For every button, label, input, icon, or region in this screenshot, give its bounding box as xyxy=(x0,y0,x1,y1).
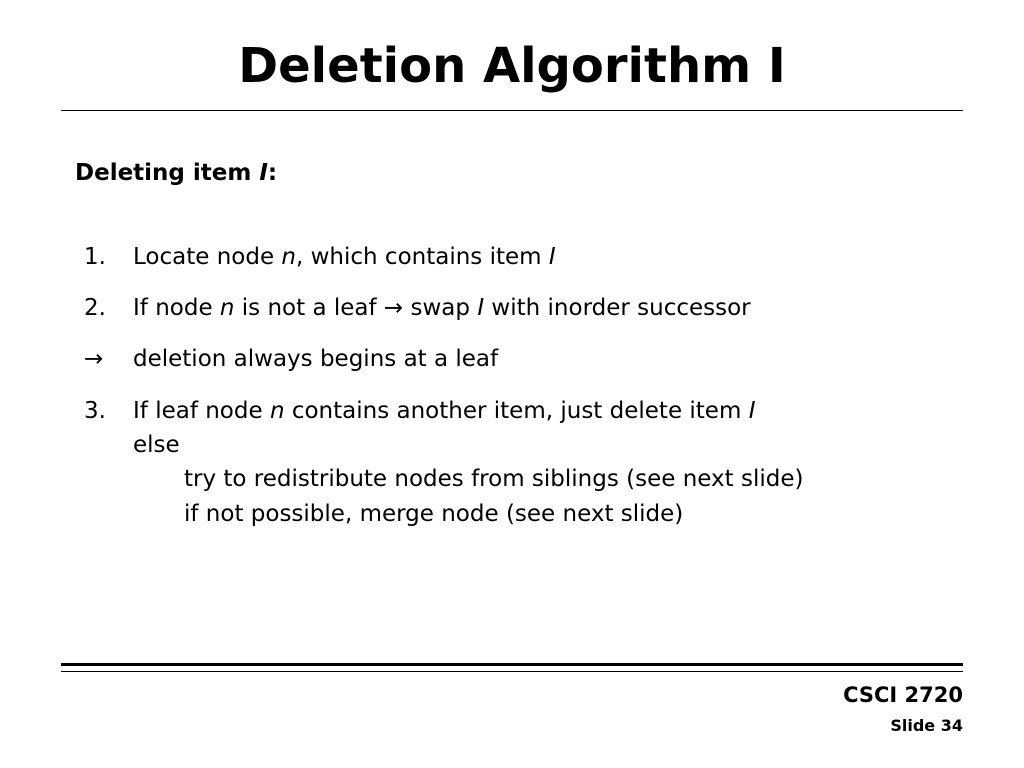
step-2-text-d: with inorder successor xyxy=(484,295,751,321)
step-1-var-n: n xyxy=(281,244,296,270)
arrow-bullet-icon: → xyxy=(84,346,104,372)
subheading-prefix: Deleting item xyxy=(75,160,260,186)
arrow-right-icon: → xyxy=(383,295,404,321)
step-3-var-i: I xyxy=(748,398,756,424)
subheading: Deleting item I: xyxy=(75,158,277,188)
step-2-text: If node n is not a leaf → swap I with in… xyxy=(133,291,751,325)
step-3-else-line-2: if not possible, merge node (see next sl… xyxy=(184,501,684,527)
footer-divider-thick xyxy=(61,663,963,666)
step-arrow-text: deletion always begins at a leaf xyxy=(133,346,499,372)
step-3-text-b: contains another item, just delete item xyxy=(284,398,749,424)
step-3-else-line-1: try to redistribute nodes from siblings … xyxy=(184,466,804,492)
step-3-else: else xyxy=(133,432,180,458)
slide-title: Deletion Algorithm I xyxy=(238,38,786,94)
step-3-text: If leaf node n contains another item, ju… xyxy=(133,394,755,428)
title-divider xyxy=(61,110,963,111)
subheading-var: I xyxy=(259,160,268,186)
footer-divider-thin xyxy=(61,671,963,672)
step-1-marker: 1. xyxy=(84,244,106,270)
step-1-var-i: I xyxy=(548,244,556,270)
step-2-var-i: I xyxy=(477,295,485,321)
step-1-text-a: Locate node xyxy=(133,244,282,270)
step-2-text-a: If node xyxy=(133,295,220,321)
step-3-marker: 3. xyxy=(84,398,106,424)
step-1-text: Locate node n, which contains item I xyxy=(133,240,556,274)
step-3-text-a: If leaf node xyxy=(133,398,270,424)
footer-slide-number: Slide 34 xyxy=(890,716,963,735)
step-2-var-n: n xyxy=(219,295,235,321)
step-2-marker: 2. xyxy=(84,295,106,321)
footer-course: CSCI 2720 xyxy=(843,683,963,707)
subheading-suffix: : xyxy=(267,160,278,186)
step-1-text-b: , which contains item xyxy=(296,244,549,270)
step-2-text-c: swap xyxy=(403,295,478,321)
step-3-var-n: n xyxy=(269,398,285,424)
step-2-text-b: is not a leaf xyxy=(234,295,384,321)
